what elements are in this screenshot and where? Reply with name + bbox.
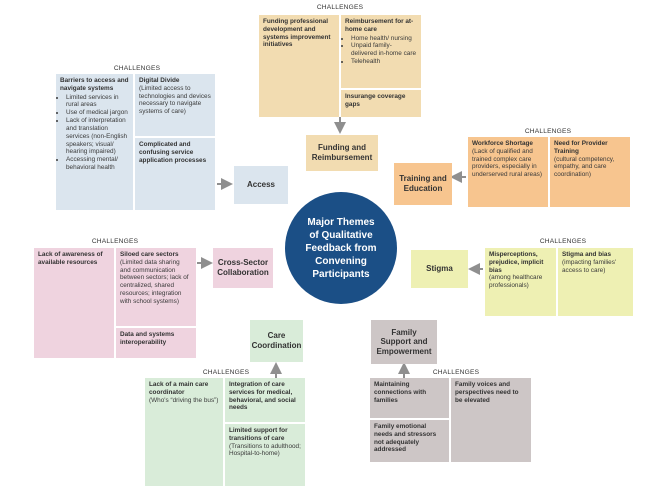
center-line: Participants — [312, 268, 370, 280]
theme-line: Support and — [380, 337, 428, 347]
challenge-main-care-coordinator: Lack of a main care coordinator (Who's “… — [145, 378, 223, 486]
challenge-stigma-bias: Stigma and bias (impacting families' acc… — [558, 248, 633, 316]
challenge-text: (among healthcare professionals) — [489, 274, 543, 290]
list-item: Lack of interpretation and translation s… — [66, 117, 129, 156]
challenge-title: Limited support for transitions of care — [229, 427, 288, 442]
challenge-family-emotional-needs: Family emotional needs and stressors not… — [370, 420, 449, 462]
theme-line: Coordination — [251, 341, 302, 350]
challenge-title: Lack of awareness of available resources — [38, 251, 103, 266]
challenge-workforce-shortage: Workforce Shortage (Lack of qualified an… — [468, 137, 548, 207]
challenge-funding-professional-development: Funding professional development and sys… — [259, 15, 339, 117]
list-item: Limited services in rural areas — [66, 94, 129, 110]
challenge-title: Barriers to access and navigate systems — [60, 77, 129, 92]
challenge-title: Workforce Shortage — [472, 140, 533, 147]
theme-line: Access — [246, 180, 276, 190]
challenge-text: (Transitions to adulthood; Hospital-to-h… — [229, 442, 301, 458]
list-item: Use of medical jargon — [66, 109, 129, 117]
challenge-title: Complicated and confusing service applic… — [139, 141, 207, 164]
list-item: Unpaid family-delivered in-home care — [351, 42, 417, 58]
challenge-text: (Who's “driving the bus”) — [149, 396, 219, 404]
challenge-text: (Limited data sharing and communication … — [120, 258, 189, 305]
theme-line: Empowerment — [376, 346, 432, 356]
challenges-label-access: CHALLENGES — [113, 65, 161, 72]
center-line: of Qualitative — [309, 229, 373, 241]
challenge-family-voices: Family voices and perspectives need to b… — [451, 378, 531, 462]
center-line: Feedback from — [305, 242, 377, 254]
challenge-title: Lack of a main care coordinator — [149, 381, 209, 396]
theme-line: Collaboration — [217, 268, 269, 277]
challenges-label-funding: CHALLENGES — [316, 4, 364, 11]
challenge-title: Siloed care sectors — [120, 251, 179, 258]
challenge-title: Family emotional needs and stressors not… — [374, 423, 437, 454]
challenges-label-stigma: CHALLENGES — [539, 238, 587, 245]
theme-access: Access — [234, 166, 288, 204]
challenge-text: (impacting families' access to care) — [562, 258, 617, 274]
theme-line: Training and — [399, 174, 447, 184]
challenge-integration-of-care: Integration of care services for medical… — [225, 378, 305, 422]
list-item: Home health/ nursing — [351, 35, 417, 43]
list-item: Accessing mental/ behavioral health — [66, 156, 129, 172]
theme-line: Cross-Sector — [217, 258, 269, 268]
theme-line: Care — [267, 331, 286, 341]
challenge-title: Data and systems interoperability — [120, 331, 175, 346]
challenge-barriers-to-access: Barriers to access and navigate systems … — [56, 74, 133, 210]
challenge-digital-divide: Digital Divide (Limited access to techno… — [135, 74, 215, 136]
challenge-text: (cultural competency, empathy, and care … — [554, 155, 615, 179]
challenges-label-care: CHALLENGES — [202, 369, 250, 376]
theme-line: Reimbursement — [311, 153, 373, 162]
challenges-label-training: CHALLENGES — [524, 128, 572, 135]
challenge-title: Funding professional development and sys… — [263, 18, 331, 49]
challenge-siloed-care-sectors: Siloed care sectors (Limited data sharin… — [116, 248, 196, 326]
challenge-items: Limited services in rural areas Use of m… — [60, 94, 129, 172]
list-item: Telehealth — [351, 58, 417, 66]
challenge-misperceptions: Misperceptions, prejudice, implicit bias… — [485, 248, 556, 316]
challenge-text: (Lack of qualified and trained complex c… — [472, 147, 542, 179]
challenge-items: Home health/ nursing Unpaid family-deliv… — [345, 35, 417, 66]
challenge-lack-of-awareness: Lack of awareness of available resources — [34, 248, 114, 358]
challenge-title: Integration of care services for medical… — [229, 381, 296, 412]
center-line: Convening — [315, 255, 367, 267]
theme-line: Education — [403, 184, 443, 193]
theme-stigma: Stigma — [411, 250, 468, 288]
challenge-title: Maintaining connections with families — [374, 381, 427, 404]
challenge-title: Insurange coverage gaps — [345, 93, 406, 108]
challenges-label-family: CHALLENGES — [432, 369, 480, 376]
theme-line: Funding and — [318, 143, 366, 153]
center-theme-circle: Major Themes of Qualitative Feedback fro… — [285, 192, 397, 304]
challenge-title: Misperceptions, prejudice, implicit bias — [489, 251, 544, 274]
center-line: Major Themes — [307, 216, 375, 228]
challenge-title: Digital Divide — [139, 77, 180, 84]
challenge-title: Stigma and bias — [562, 251, 612, 258]
challenge-data-interoperability: Data and systems interoperability — [116, 328, 196, 358]
challenge-complicated-application: Complicated and confusing service applic… — [135, 138, 215, 210]
challenges-label-cross: CHALLENGES — [91, 238, 139, 245]
challenge-text: (Limited access to technologies and devi… — [139, 84, 211, 116]
challenge-title: Family voices and perspectives need to b… — [455, 381, 519, 404]
challenge-reimbursement-home-care: Reimbursement for at-home care Home heal… — [341, 15, 421, 88]
theme-line: Stigma — [426, 264, 453, 274]
challenge-insurance-gaps: Insurange coverage gaps — [341, 90, 421, 117]
theme-line: Family — [391, 327, 417, 337]
challenge-provider-training: Need for Provider Training (cultural com… — [550, 137, 630, 207]
challenge-title: Need for Provider Training — [554, 140, 608, 155]
challenge-transitions-of-care: Limited support for transitions of care … — [225, 424, 305, 486]
challenge-title: Reimbursement for at-home care — [345, 18, 414, 33]
challenge-maintaining-connections: Maintaining connections with families — [370, 378, 449, 418]
